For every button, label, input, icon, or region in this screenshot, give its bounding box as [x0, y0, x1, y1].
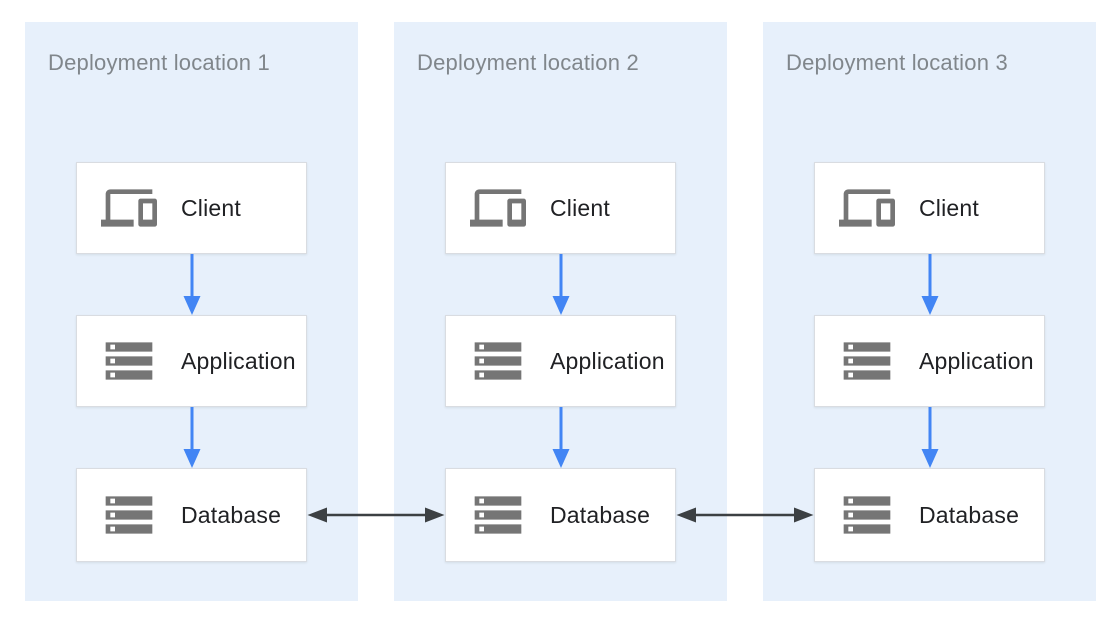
flow-arrow-application-database	[183, 407, 200, 468]
flow-arrow-client-application	[183, 254, 200, 315]
servers-icon	[839, 333, 895, 389]
devices-icon	[470, 180, 526, 236]
flow-arrow-client-application	[921, 254, 938, 315]
node-database: Database	[445, 468, 676, 562]
flow-arrow-application-database	[552, 407, 569, 468]
devices-icon	[839, 180, 895, 236]
node-database: Database	[76, 468, 307, 562]
db-sync-arrow-1-2	[307, 507, 445, 523]
node-label: Database	[919, 501, 1020, 528]
node-label: Database	[181, 501, 282, 528]
node-application: Application	[814, 315, 1045, 407]
node-label: Application	[550, 347, 665, 374]
servers-icon	[839, 487, 895, 543]
flow-arrow-application-database	[921, 407, 938, 468]
node-client: Client	[76, 162, 307, 254]
node-database: Database	[814, 468, 1045, 562]
node-application: Application	[445, 315, 676, 407]
deployment-zone-2: Deployment location 2 Client Application	[394, 22, 727, 601]
servers-icon	[101, 333, 157, 389]
devices-icon	[101, 180, 157, 236]
node-label: Application	[919, 347, 1034, 374]
node-label: Database	[550, 501, 651, 528]
node-client: Client	[814, 162, 1045, 254]
node-label: Application	[181, 347, 296, 374]
node-label: Client	[181, 194, 242, 221]
flow-arrow-client-application	[552, 254, 569, 315]
servers-icon	[101, 487, 157, 543]
node-label: Client	[919, 194, 980, 221]
node-client: Client	[445, 162, 676, 254]
servers-icon	[470, 487, 526, 543]
deployment-zone-1: Deployment location 1 Client Application	[25, 22, 358, 601]
zone-title: Deployment location 2	[417, 50, 639, 75]
node-label: Client	[550, 194, 611, 221]
zone-title: Deployment location 1	[48, 50, 270, 75]
deployment-zone-3: Deployment location 3 Client Application	[763, 22, 1096, 601]
zone-title: Deployment location 3	[786, 50, 1008, 75]
servers-icon	[470, 333, 526, 389]
db-sync-arrow-2-3	[676, 507, 814, 523]
node-application: Application	[76, 315, 307, 407]
